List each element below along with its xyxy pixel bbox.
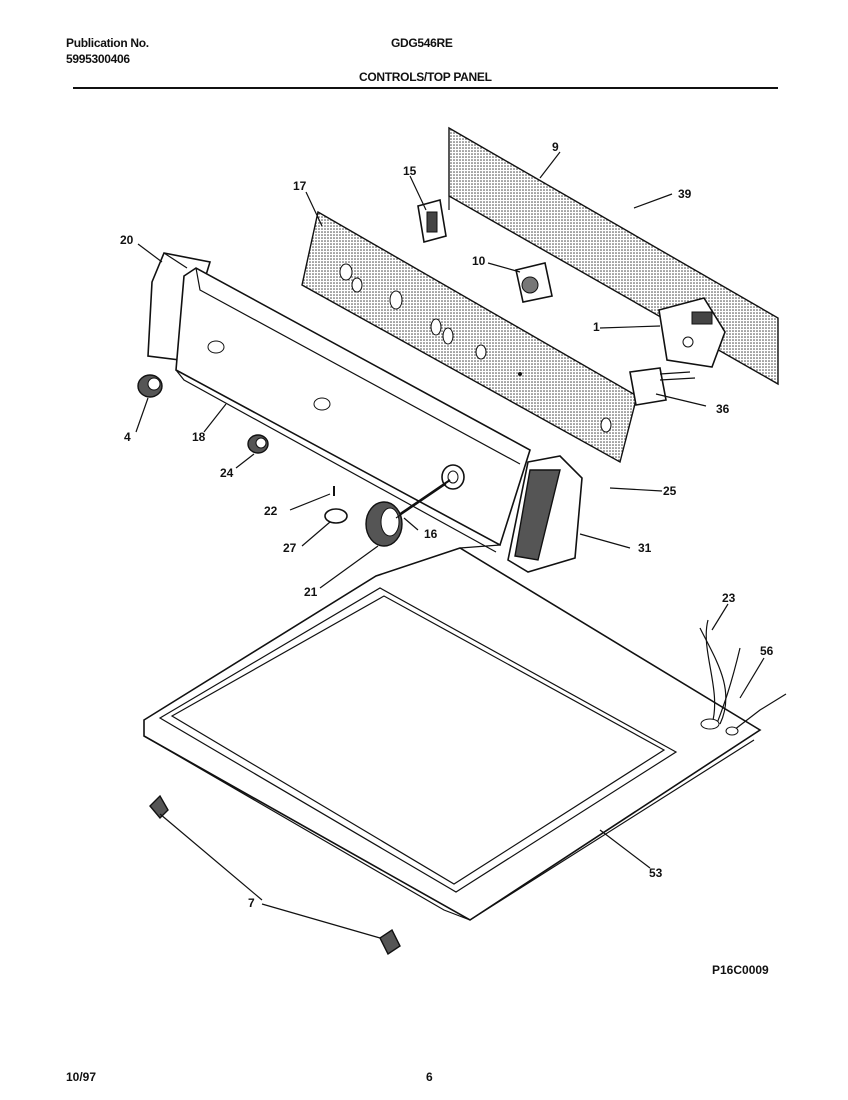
- leader-lines: [135, 151, 765, 939]
- wiring-harness-part-23: [699, 619, 741, 730]
- callout-15: 15: [403, 164, 417, 178]
- leg-part-7-lower: [379, 928, 401, 956]
- callout-56: 56: [760, 644, 774, 658]
- bracket-part-36: [629, 367, 696, 406]
- header-rule: [73, 87, 778, 89]
- page-number: 6: [426, 1070, 433, 1084]
- timer-part-1: [658, 297, 726, 368]
- figure-code: P16C0009: [712, 963, 769, 977]
- callout-24: 24: [220, 466, 234, 480]
- callout-4: 4: [124, 430, 131, 444]
- callout-23: 23: [722, 591, 736, 605]
- control-bracket-part-17: [301, 210, 638, 464]
- shaft-part-16: [395, 479, 451, 519]
- leg-part-7-upper: [149, 794, 169, 820]
- switch-part-15: [417, 198, 447, 244]
- publication-number: 5995300406: [66, 52, 130, 66]
- top-panel-part-53: [143, 544, 762, 921]
- knob-part-4: [137, 374, 163, 398]
- callout-21: 21: [304, 585, 318, 599]
- publication-label: Publication No.: [66, 36, 149, 50]
- knob-part-24: [247, 434, 269, 454]
- console-panel-part-18: [175, 267, 531, 553]
- knob-part-21: [365, 501, 403, 547]
- callout-10: 10: [472, 254, 486, 268]
- selector-part-10: [515, 262, 553, 303]
- callout-16: 16: [424, 527, 438, 541]
- right-end-cap-part-31: [507, 455, 583, 573]
- callout-1: 1: [593, 320, 600, 334]
- callout-39: 39: [678, 187, 692, 201]
- callout-17: 17: [293, 179, 307, 193]
- callout-20: 20: [120, 233, 134, 247]
- callout-22: 22: [264, 504, 278, 518]
- callout-18: 18: [192, 430, 206, 444]
- callout-25: 25: [663, 484, 677, 498]
- gas-tube-part-56: [725, 693, 787, 736]
- footer-date: 10/97: [66, 1070, 97, 1084]
- callout-9: 9: [552, 140, 559, 154]
- callout-36: 36: [716, 402, 730, 416]
- callout-27: 27: [283, 541, 297, 555]
- model-number: GDG546RE: [391, 36, 453, 50]
- callout-7: 7: [248, 896, 255, 910]
- callout-53: 53: [649, 866, 663, 880]
- cam-part-27: [324, 508, 348, 524]
- callout-31: 31: [638, 541, 652, 555]
- section-title: CONTROLS/TOP PANEL: [359, 70, 492, 84]
